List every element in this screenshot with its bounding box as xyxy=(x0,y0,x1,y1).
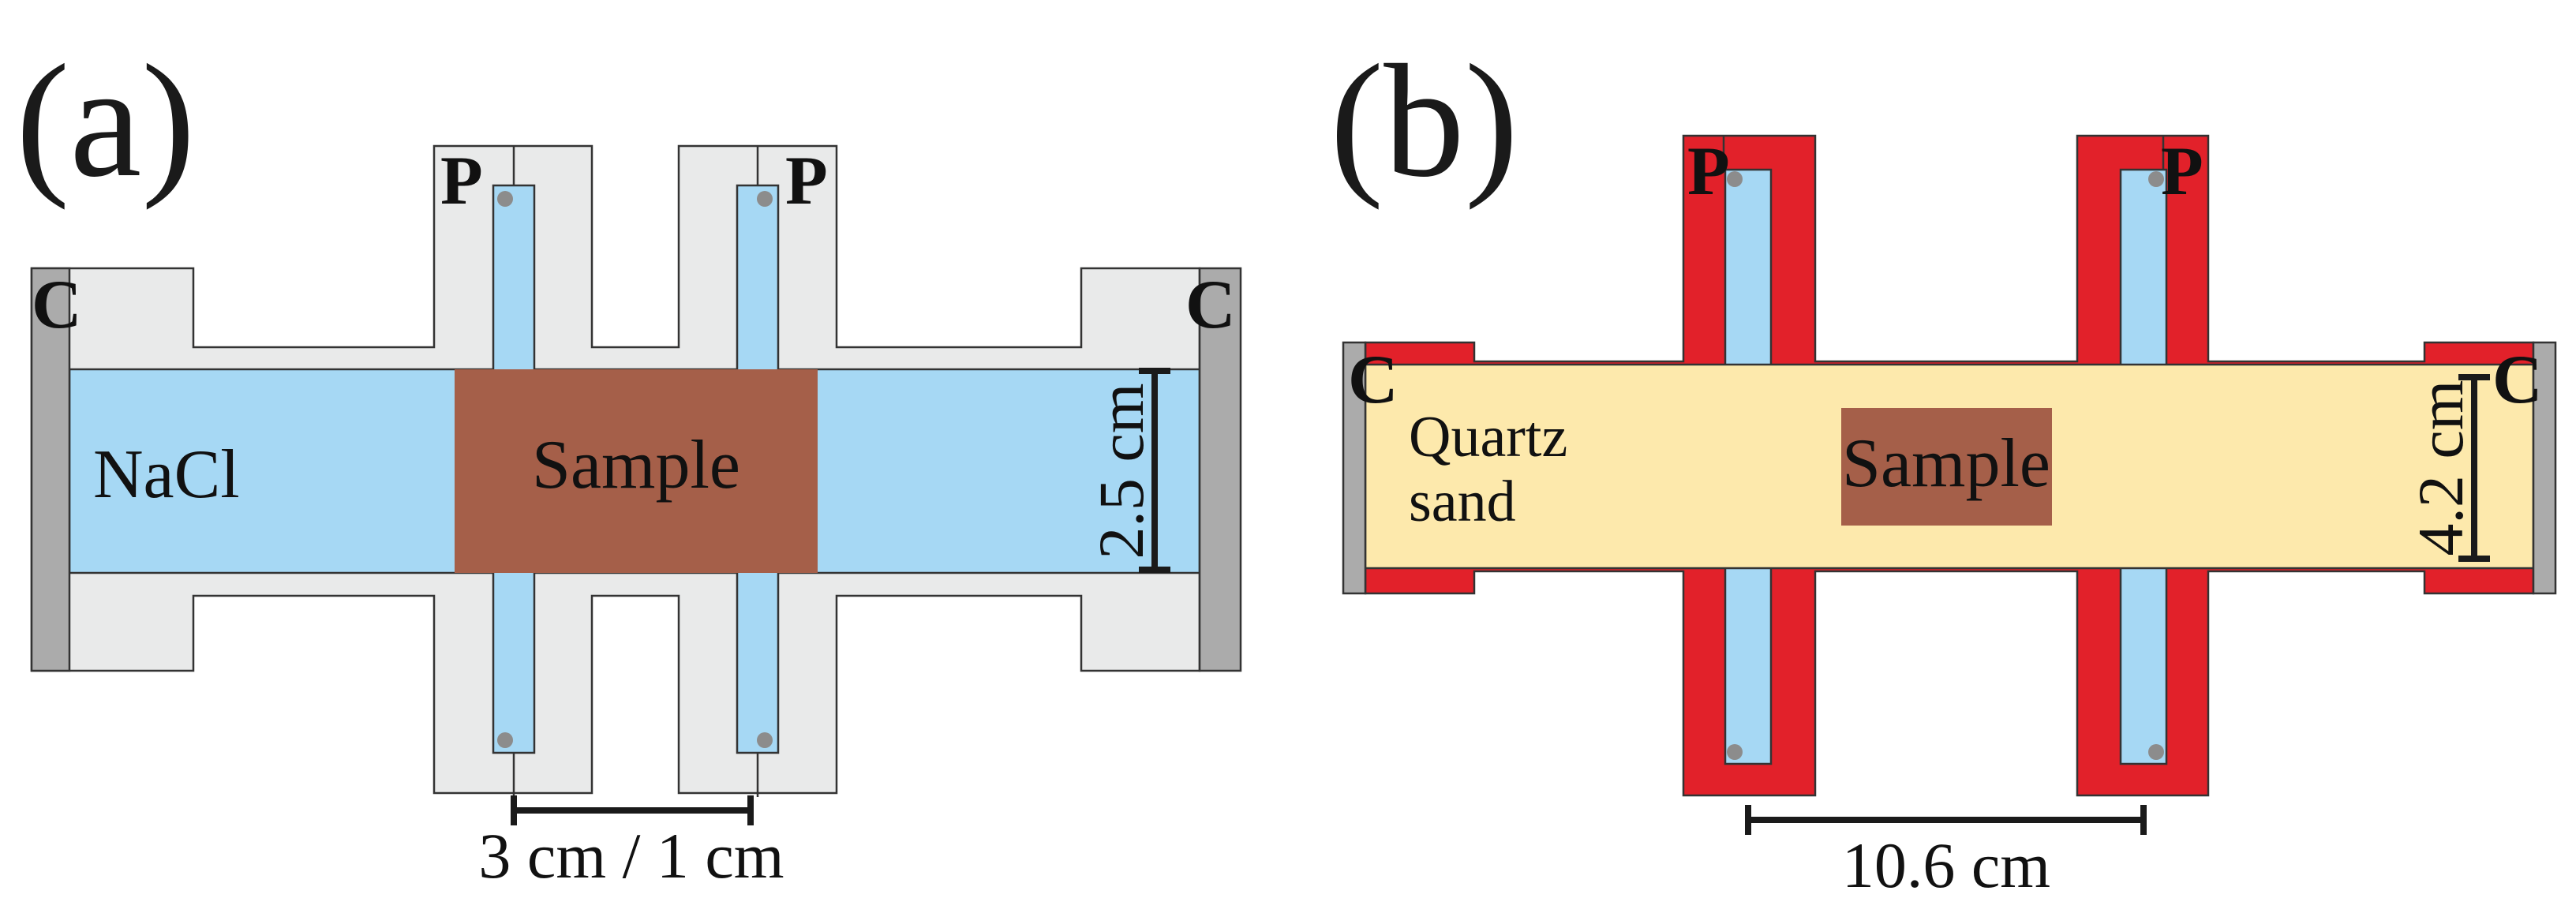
panel-b-sample xyxy=(1841,408,2052,526)
panel-a-current-electrode-right xyxy=(1198,267,1242,672)
panel-a-potential-label-left: P xyxy=(440,143,483,219)
panel-a-electrode-dot-2 xyxy=(757,191,773,207)
panel-a-label: (a) xyxy=(16,32,196,211)
panel-b-current-electrode-right xyxy=(2532,341,2557,595)
panel-b-tube-lower-left xyxy=(1724,565,1773,765)
panel-a: (a) NaCl Sample C C P P xyxy=(16,32,1242,892)
panel-a-current-label-left: C xyxy=(32,267,82,343)
panel-b-electrode-dot-4 xyxy=(2148,744,2164,760)
panel-b-tube-upper-left xyxy=(1724,168,1773,369)
panel-b-height-label: 4.2 cm xyxy=(2405,380,2477,556)
panel-b: (b) Quartz sand Sample C C P P xyxy=(1330,32,2557,901)
panel-a-current-label-right: C xyxy=(1185,267,1236,343)
panel-b-electrode-dot-1 xyxy=(1727,171,1743,187)
panel-a-current-electrode-left xyxy=(30,267,71,672)
panel-b-electrode-dot-2 xyxy=(2148,171,2164,187)
panel-b-electrode-dot-3 xyxy=(1727,744,1743,760)
panel-b-sample-label: Sample xyxy=(1842,425,2050,502)
panel-a-electrode-dot-4 xyxy=(757,732,773,748)
panel-a-height-label: 2.5 cm xyxy=(1085,383,1157,559)
panel-b-fill-label-line1: Quartz xyxy=(1409,405,1567,470)
panel-b-label: (b) xyxy=(1330,32,1518,211)
panel-a-electrode-dot-1 xyxy=(497,191,513,207)
panel-b-tube-upper-right xyxy=(2119,168,2168,369)
panel-a-tube-lower-right xyxy=(736,570,780,754)
panel-a-tube-upper-right xyxy=(736,184,780,372)
panel-a-electrode-dot-3 xyxy=(497,732,513,748)
panel-b-spacing-label: 10.6 cm xyxy=(1842,829,2050,901)
panel-a-fluid-label: NaCl xyxy=(93,436,240,513)
panel-b-height-dimension xyxy=(2458,374,2490,562)
panel-b-current-label-left: C xyxy=(1348,342,1398,418)
panel-b-spacing-dimension xyxy=(1745,805,2147,835)
panel-a-sample-label: Sample xyxy=(532,427,740,503)
panel-b-current-label-right: C xyxy=(2492,342,2543,418)
panel-a-height-dimension xyxy=(1139,368,1170,573)
panel-a-tube-upper-left xyxy=(492,184,536,372)
panel-b-potential-label-right: P xyxy=(2161,133,2203,210)
panel-b-current-electrode-left xyxy=(1342,341,1367,595)
panel-a-tube-lower-left xyxy=(492,570,536,754)
panel-a-potential-label-right: P xyxy=(785,143,828,219)
panel-a-spacing-dimension xyxy=(511,795,754,825)
panel-a-sample xyxy=(455,369,818,573)
panel-b-potential-label-left: P xyxy=(1687,133,1730,210)
panel-b-tube-lower-right xyxy=(2119,565,2168,765)
panel-b-fill-label-line2: sand xyxy=(1409,470,1516,534)
panel-a-spacing-label: 3 cm / 1 cm xyxy=(478,820,784,892)
